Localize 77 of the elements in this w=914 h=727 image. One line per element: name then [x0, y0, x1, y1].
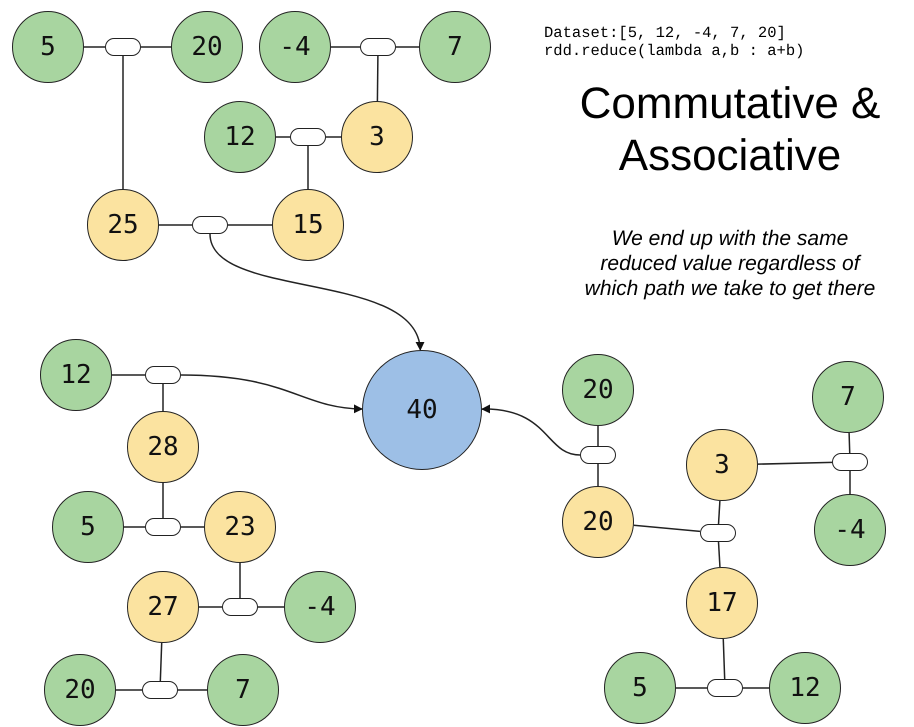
connector-line — [326, 136, 341, 138]
connector-line — [124, 526, 145, 528]
value-circle: 5 — [12, 11, 84, 83]
connector-pill — [360, 38, 396, 56]
value-circle: 27 — [127, 571, 199, 643]
connector-line — [597, 426, 599, 446]
connector-line — [228, 224, 272, 226]
title: Commutative & Associative — [578, 78, 882, 182]
connector-line — [718, 542, 721, 568]
connector-line — [718, 500, 721, 524]
connector-pill — [105, 38, 141, 56]
value-circle: -4 — [814, 494, 886, 566]
value-circle: 23 — [204, 491, 276, 563]
connector-line — [849, 471, 851, 494]
value-circle: 12 — [40, 339, 112, 411]
connector-line — [122, 56, 124, 189]
connector-line — [722, 638, 726, 680]
connector-line — [178, 689, 207, 691]
value-circle: 7 — [419, 11, 491, 83]
connector-pill — [145, 366, 181, 384]
value-circle: 12 — [769, 652, 841, 724]
value-circle: -4 — [284, 571, 356, 643]
value-circle: 5 — [52, 491, 124, 563]
connector-line — [199, 606, 222, 608]
connector-line — [676, 687, 707, 689]
value-circle: 7 — [207, 654, 279, 726]
connector-line — [758, 462, 832, 465]
connector-line — [239, 563, 241, 598]
arrow — [481, 404, 580, 456]
value-circle: 20 — [562, 486, 634, 558]
value-circle: 15 — [272, 189, 344, 261]
value-circle: 3 — [686, 429, 758, 501]
value-circle: 20 — [44, 654, 116, 726]
connector-pill — [707, 679, 743, 697]
value-circle: 5 — [604, 652, 676, 724]
connector-line — [331, 46, 360, 48]
value-circle: -4 — [259, 11, 331, 83]
value-circle: 20 — [171, 11, 243, 83]
connector-line — [141, 46, 171, 48]
connector-pill — [580, 446, 616, 464]
connector-pill — [290, 128, 326, 146]
value-circle: 3 — [341, 101, 413, 173]
connector-line — [396, 46, 419, 48]
value-circle: 40 — [362, 350, 482, 470]
connector-line — [597, 464, 599, 486]
connector-line — [181, 526, 204, 528]
connector-line — [276, 136, 290, 138]
connector-pill — [832, 453, 868, 471]
connector-pill — [145, 518, 181, 536]
connector-pill — [700, 524, 736, 542]
connector-line — [307, 146, 309, 189]
value-circle: 20 — [562, 354, 634, 426]
value-circle: 12 — [204, 101, 276, 173]
connector-pill — [192, 216, 228, 234]
code-line: Dataset:[5, 12, -4, 7, 20] — [544, 24, 787, 42]
value-circle: 17 — [686, 567, 758, 639]
value-circle: 7 — [812, 361, 884, 433]
arrow — [180, 374, 363, 414]
arrow — [209, 234, 423, 351]
connector-line — [112, 374, 145, 376]
connector-line — [159, 224, 192, 226]
connector-line — [84, 46, 105, 48]
value-circle: 28 — [127, 411, 199, 483]
note-text: We end up with the same reduced value regardless of which path we take to get there — [584, 226, 876, 301]
value-circle: 25 — [87, 189, 159, 261]
code-line: rdd.reduce(lambda a,b : a+b) — [544, 42, 806, 60]
connector-line — [848, 432, 850, 454]
connector-line — [743, 687, 769, 689]
connector-pill — [222, 598, 258, 616]
connector-pill — [142, 681, 178, 699]
connector-line — [116, 689, 142, 691]
connector-line — [376, 56, 379, 101]
connector-line — [162, 384, 164, 411]
connector-line — [258, 606, 284, 608]
connector-line — [162, 483, 164, 518]
connector-line — [634, 524, 700, 532]
connector-line — [160, 642, 162, 682]
